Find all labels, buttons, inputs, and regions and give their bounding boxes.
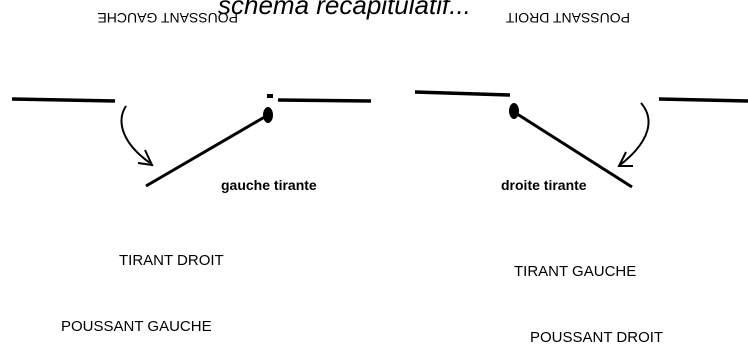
left-opposite-line — [277, 98, 372, 103]
diagram-title: schéma récapitulatif... — [218, 0, 471, 20]
right-caption-poussant: POUSSANT DROIT — [530, 329, 663, 346]
left-caption-poussant: POUSSANT GAUCHE — [61, 318, 212, 335]
right-caption-tirant: TIRANT GAUCHE — [514, 263, 636, 280]
left-upside-label: POUSSANT GAUCHE — [97, 10, 238, 26]
right-upside-label: POUSSANT DROIT — [505, 10, 630, 26]
left-door-leaf — [145, 113, 269, 188]
right-arrow-head — [617, 151, 633, 167]
left-arrow-head — [137, 149, 154, 167]
left-rotation-arrow — [120, 105, 151, 164]
right-tirante-label: droite tirante — [501, 177, 587, 193]
right-floor-line — [414, 90, 511, 97]
left-floor-line — [11, 97, 116, 103]
right-opposite-line — [658, 97, 748, 103]
right-rotation-arrow — [619, 102, 650, 166]
left-diagram: POUSSANT GAUCHE gauche tirante TIRANT DR… — [11, 10, 372, 335]
left-tirante-label: gauche tirante — [221, 177, 317, 193]
left-caption-tirant: TIRANT DROIT — [119, 252, 224, 269]
left-hinge-nub — [267, 94, 273, 98]
left-hinge-pivot — [263, 107, 273, 123]
right-door-leaf — [513, 110, 633, 189]
right-diagram: POUSSANT DROIT droite tirante TIRANT GAU… — [414, 10, 748, 346]
right-hinge-pivot — [509, 103, 519, 119]
